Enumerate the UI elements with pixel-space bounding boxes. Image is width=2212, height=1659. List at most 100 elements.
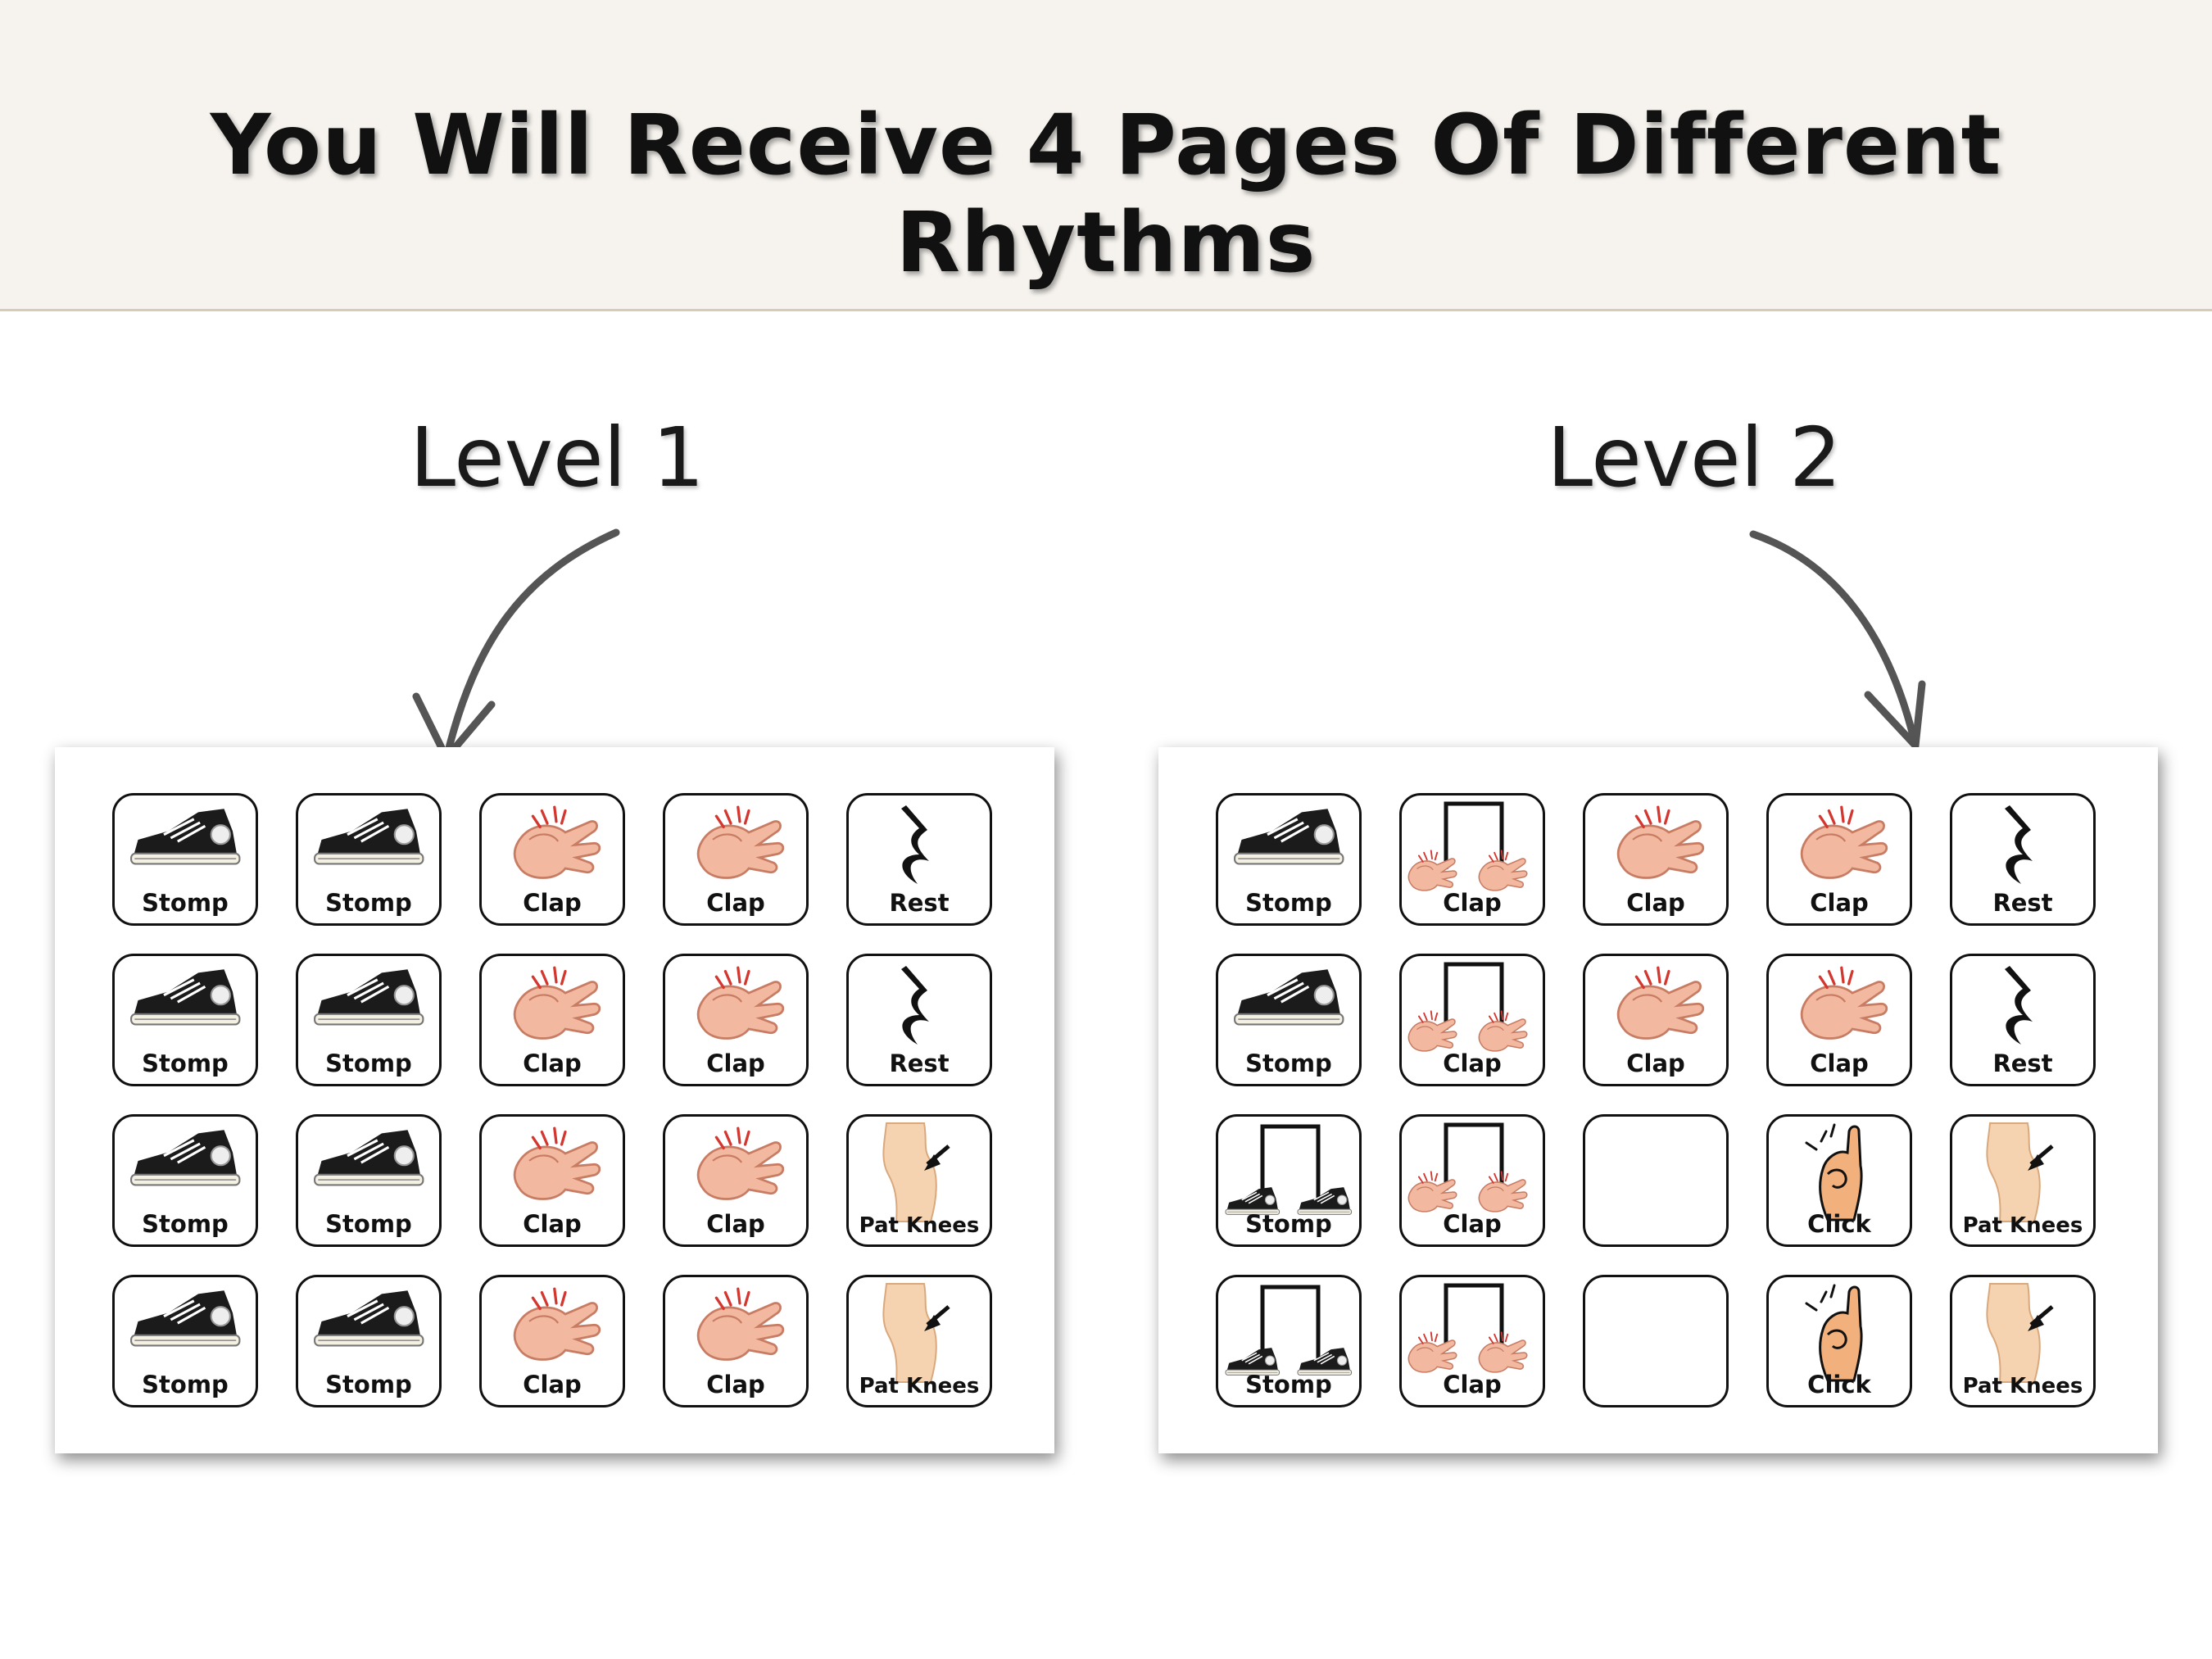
clap-icon (1800, 805, 1888, 879)
rhythm-card-stomp: Stomp (1216, 954, 1362, 1086)
rhythm-card-clap: Clap (663, 1275, 809, 1407)
rhythm-card-rest: Rest (846, 793, 992, 926)
rhythm-card-stomp: Stomp (296, 1275, 442, 1407)
card-label: Clap (1443, 889, 1502, 917)
card-label: Pat Knees (859, 1213, 980, 1238)
double-shoe-icon (1225, 1124, 1353, 1215)
card-label: Rest (1992, 1049, 2053, 1077)
card-label: Clap (1443, 1371, 1502, 1398)
card-label: Rest (889, 889, 950, 917)
shoe-icon (314, 969, 424, 1026)
card-label: Stomp (142, 889, 229, 917)
double-clap-icon (1407, 1283, 1528, 1373)
shoe-icon (314, 809, 424, 865)
rhythm-card-stomp: Stomp (296, 793, 442, 926)
card-label: Clap (1810, 889, 1869, 917)
rhythm-card-rest: Rest (1950, 954, 2096, 1086)
rhythm-card-blank (1583, 1114, 1729, 1247)
clap-icon (696, 1126, 785, 1200)
card-label: Clap (706, 889, 765, 917)
card-label: Stomp (1245, 1210, 1332, 1238)
knee-icon (882, 1283, 950, 1383)
rhythm-card-rest: Rest (846, 954, 992, 1086)
page-title: You Will Receive 4 Pages Of Different Rh… (210, 97, 2002, 292)
card-label: Clap (706, 1049, 765, 1077)
rhythm-card-clap: Clap (1399, 1114, 1545, 1247)
rhythm-card-clap: Clap (663, 793, 809, 926)
snap-icon (1805, 1284, 1863, 1382)
snap-icon (1805, 1123, 1863, 1222)
card-label: Click (1807, 1371, 1871, 1398)
rhythm-card-pat-knees: Pat Knees (846, 1275, 992, 1407)
rhythm-card-stomp: Stomp (1216, 793, 1362, 926)
card-label: Clap (523, 889, 582, 917)
card-label: Clap (1626, 889, 1685, 917)
card-label: Stomp (142, 1371, 229, 1398)
header-banner: You Will Receive 4 Pages Of Different Rh… (0, 0, 2212, 311)
card-label: Clap (706, 1210, 765, 1238)
rhythm-card-clap: Clap (479, 793, 625, 926)
quarter-rest-icon (901, 966, 929, 1045)
rhythm-card-clap: Clap (1583, 954, 1729, 1086)
card-label: Pat Knees (1962, 1374, 2083, 1398)
knee-icon (1986, 1283, 2054, 1383)
card-label: Clap (523, 1210, 582, 1238)
card-label: Clap (523, 1049, 582, 1077)
card-label: Rest (1992, 889, 2053, 917)
rhythm-card-stomp: Stomp (296, 954, 442, 1086)
clap-icon (513, 805, 601, 879)
level-2-arrow-icon (1749, 530, 1926, 750)
card-label: Stomp (325, 889, 412, 917)
shoe-icon (1234, 969, 1344, 1026)
shoe-icon (1234, 809, 1344, 865)
clap-icon (513, 1287, 601, 1361)
clap-icon (696, 966, 785, 1040)
rhythm-card-stomp: Stomp (112, 954, 258, 1086)
rhythm-card-clap: Clap (1399, 954, 1545, 1086)
rhythm-card-pat-knees: Pat Knees (846, 1114, 992, 1247)
rhythm-card-stomp: Stomp (296, 1114, 442, 1247)
shoe-icon (130, 1130, 241, 1186)
card-label: Clap (523, 1371, 582, 1398)
card-label: Clap (1443, 1210, 1502, 1238)
rhythm-card-stomp: Stomp (1216, 1275, 1362, 1407)
level-1-title: Level 1 (410, 410, 705, 505)
shoe-icon (314, 1290, 424, 1347)
knee-icon (1986, 1122, 2054, 1222)
level-1-arrow-icon (412, 528, 620, 762)
knee-icon (882, 1122, 950, 1222)
clap-icon (696, 805, 785, 879)
shoe-icon (130, 969, 241, 1026)
clap-icon (1616, 966, 1705, 1040)
rhythm-card-clap: Clap (479, 1275, 625, 1407)
card-label: Rest (889, 1049, 950, 1077)
rhythm-card-stomp: Stomp (112, 1275, 258, 1407)
rhythm-card-clap: Clap (1766, 793, 1912, 926)
rhythm-card-clap: Clap (1399, 793, 1545, 926)
shoe-icon (130, 1290, 241, 1347)
card-label: Clap (1626, 1049, 1685, 1077)
shoe-icon (314, 1130, 424, 1186)
double-clap-icon (1407, 962, 1528, 1052)
double-shoe-icon (1225, 1285, 1353, 1376)
rhythm-card-stomp: Stomp (1216, 1114, 1362, 1247)
quarter-rest-icon (901, 805, 929, 884)
card-label: Stomp (142, 1049, 229, 1077)
shoe-icon (130, 809, 241, 865)
card-label: Click (1807, 1210, 1871, 1238)
rhythm-card-click: Click (1766, 1275, 1912, 1407)
card-label: Pat Knees (1962, 1213, 2083, 1238)
quarter-rest-icon (2005, 805, 2033, 884)
rhythm-card-clap: Clap (1766, 954, 1912, 1086)
clap-icon (513, 1126, 601, 1200)
clap-icon (1616, 805, 1705, 879)
rhythm-card-clap: Clap (479, 1114, 625, 1247)
card-label: Stomp (325, 1210, 412, 1238)
rhythm-card-clap: Clap (663, 954, 809, 1086)
rhythm-card-clap: Clap (479, 954, 625, 1086)
level-2-title: Level 2 (1547, 410, 1842, 505)
